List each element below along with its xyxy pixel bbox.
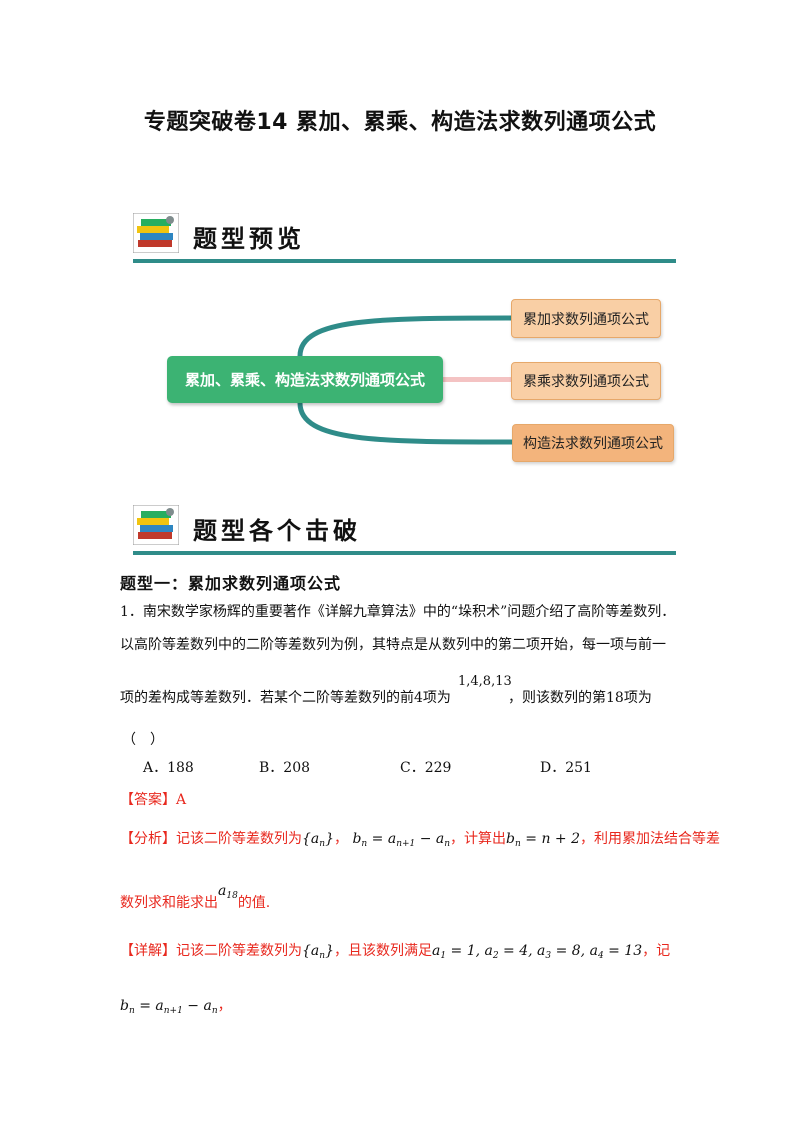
analysis-text: 数列求和能求出	[120, 895, 218, 911]
option-b: B．208	[259, 760, 311, 776]
analysis-line-2: 数列求和能求出a18的值.	[120, 883, 271, 918]
math-initial-terms: a1 = 1, a2 = 4, a3 = 8, a4 = 13	[431, 943, 643, 961]
books-icon	[133, 213, 179, 253]
detail-text: ，且该数列满足	[333, 943, 432, 959]
math-an-set: {an}	[302, 943, 334, 961]
option-d: D．251	[540, 760, 592, 776]
detail-text: ，	[217, 998, 232, 1014]
math-bn-def: bn = an+1 − an	[120, 998, 218, 1016]
detail-text: ，记	[642, 943, 671, 959]
books-icon	[133, 505, 179, 545]
banner-title: 题型预览	[193, 224, 305, 253]
detail-text: 记该二阶等差数列为	[176, 943, 302, 959]
math-a18: a18	[218, 883, 238, 901]
banner-title: 题型各个击破	[193, 516, 361, 545]
question-line-1: 1．南宋数学家杨辉的重要著作《详解九章算法》中的“垛积术”问题介绍了高阶等差数列…	[120, 604, 676, 620]
mindmap-center-node: 累加、累乘、构造法求数列通项公式	[167, 356, 443, 403]
banner-rule	[133, 551, 676, 555]
analysis-text: 记该二阶等差数列为	[176, 831, 302, 847]
mindmap-node-multiply: 累乘求数列通项公式	[511, 362, 661, 400]
math-bn-def: bn = an+1 − an	[352, 831, 451, 849]
analysis-text: ，利用累加法结合等差	[580, 831, 720, 847]
analysis-text: ，计算出	[450, 831, 507, 847]
option-c: C．229	[400, 760, 452, 776]
analysis-text: ，	[333, 831, 348, 847]
detail-label: 【详解】	[120, 943, 176, 959]
sequence-math: 1,4,8,13	[458, 674, 512, 689]
question-line-3b: ，则该数列的第18项为	[508, 690, 652, 706]
question-line-2: 以高阶等差数列中的二阶等差数列为例，其特点是从数列中的第二项开始，每一项与前一	[120, 637, 666, 653]
detail-line-2: bn = an+1 − an，	[120, 996, 232, 1021]
detail-line-1: 【详解】记该二阶等差数列为{an}，且该数列满足a1 = 1, a2 = 4, …	[120, 941, 670, 966]
section-banner-breakthrough: 题型各个击破	[133, 505, 676, 555]
banner-rule	[133, 259, 676, 263]
mindmap-connectors	[297, 315, 513, 445]
page-title: 专题突破卷14 累加、累乘、构造法求数列通项公式	[143, 110, 657, 135]
answer-parentheses: （ ）	[122, 732, 164, 748]
answer-label: 【答案】	[120, 792, 176, 808]
math-an-set: {an}	[302, 831, 334, 849]
analysis-label: 【分析】	[120, 831, 176, 847]
analysis-text: 的值.	[237, 895, 271, 911]
question-line-3a: 项的差构成等差数列．若某个二阶等差数列的前4项为	[120, 690, 451, 706]
answer-line: 【答案】A	[120, 790, 186, 810]
analysis-line-1: 【分析】记该二阶等差数列为{an}， bn = an+1 − an，计算出bn …	[120, 829, 720, 854]
section-banner-preview: 题型预览	[133, 213, 676, 263]
math-bn-result: bn = n + 2	[506, 831, 580, 849]
option-a: A．188	[143, 760, 194, 776]
mindmap-node-construct: 构造法求数列通项公式	[512, 424, 674, 462]
answer-value: A	[176, 792, 187, 808]
section-heading: 题型一：累加求数列通项公式	[120, 574, 342, 593]
mindmap-node-accumulate: 累加求数列通项公式	[511, 299, 661, 338]
